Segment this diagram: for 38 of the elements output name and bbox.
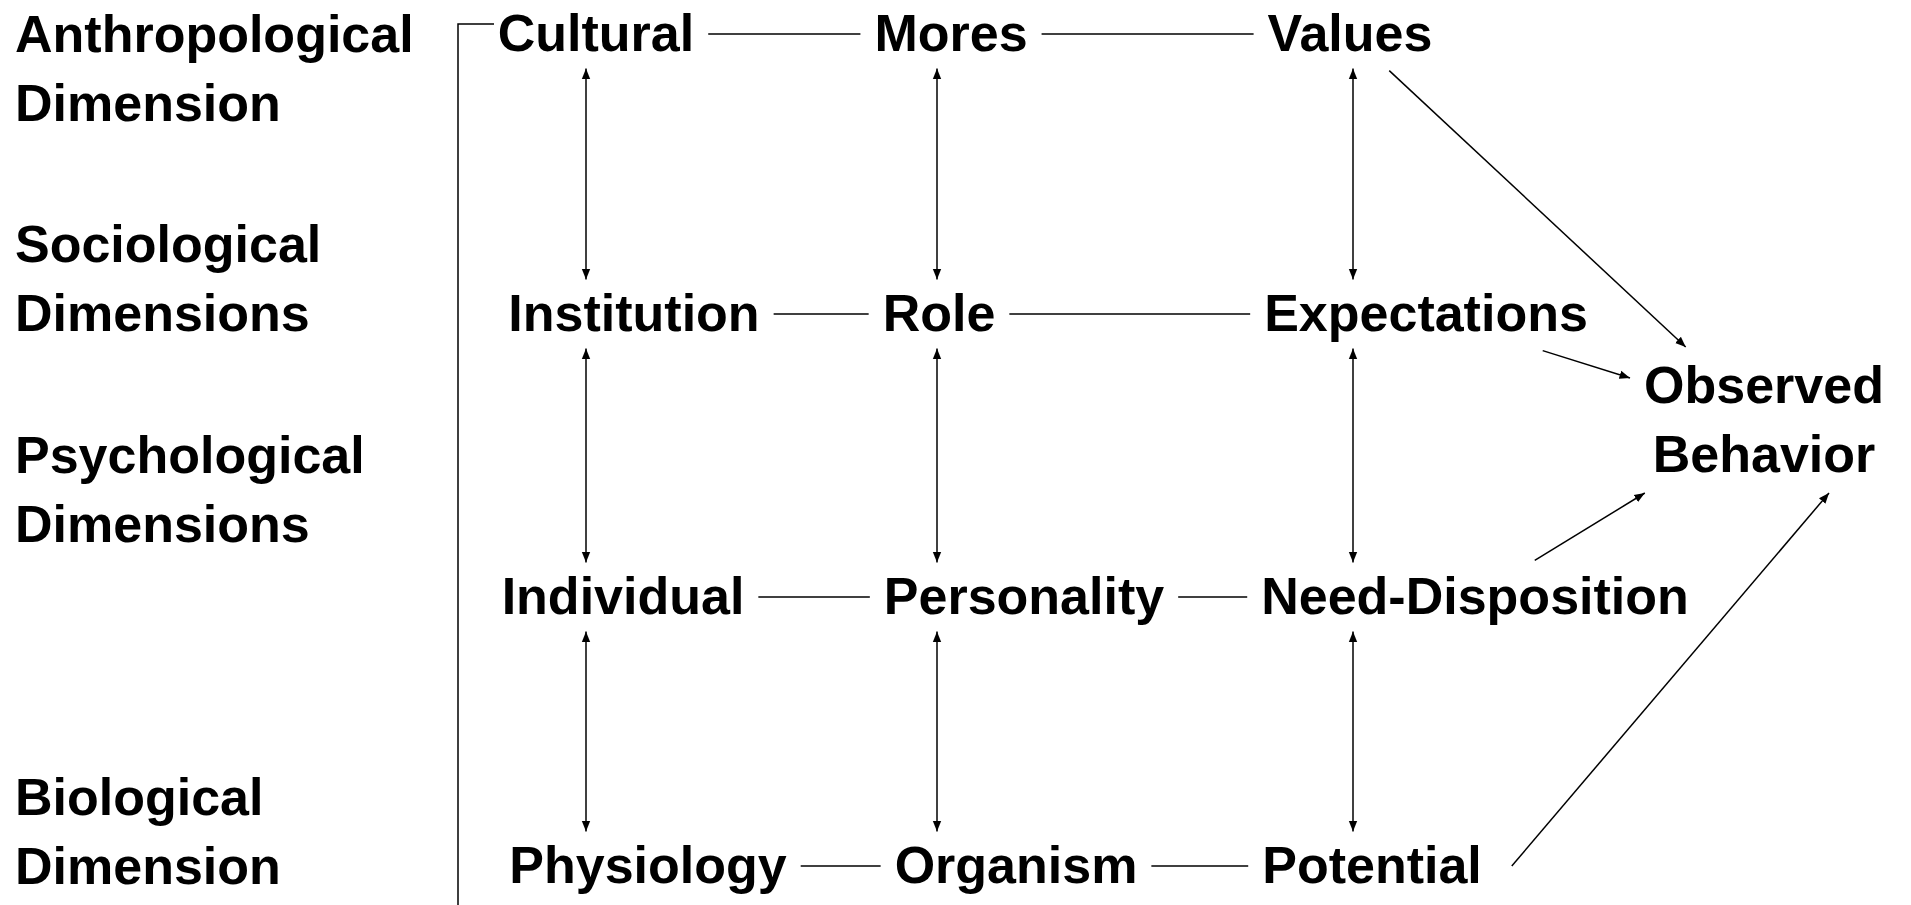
connector-line bbox=[1008, 313, 1251, 315]
concept-label: Mores bbox=[874, 5, 1028, 63]
connector-line bbox=[799, 865, 882, 867]
dimension-label: Biological Dimension bbox=[15, 767, 282, 897]
concept-label: Individual bbox=[501, 568, 745, 626]
arrow bbox=[581, 347, 591, 564]
arrow bbox=[1534, 492, 1646, 562]
connector-line bbox=[1150, 865, 1249, 867]
arrow bbox=[1348, 347, 1358, 564]
arrow bbox=[1348, 630, 1358, 833]
arrow bbox=[581, 67, 591, 281]
arrow bbox=[932, 630, 942, 833]
connector-line bbox=[1177, 596, 1248, 598]
concept-label: Values bbox=[1267, 5, 1433, 63]
concept-label: Cultural bbox=[497, 5, 695, 63]
arrow bbox=[932, 347, 942, 564]
concept-label: Role bbox=[882, 285, 996, 343]
concept-label: Institution bbox=[508, 285, 760, 343]
connector-line bbox=[707, 33, 862, 35]
connector-line bbox=[757, 596, 871, 598]
arrow bbox=[1511, 492, 1830, 867]
concept-label: Potential bbox=[1262, 837, 1482, 895]
concept-label: Organism bbox=[894, 837, 1138, 895]
arrow bbox=[581, 630, 591, 833]
arrow bbox=[1541, 349, 1631, 379]
dimension-label: Sociological Dimensions bbox=[15, 214, 323, 344]
concept-label: Physiology bbox=[509, 837, 787, 895]
dimension-label: Psychological Dimensions bbox=[15, 425, 366, 555]
connector-line bbox=[772, 313, 870, 315]
connector-line bbox=[1040, 33, 1255, 35]
concept-label: Observed Behavior bbox=[1634, 351, 1894, 489]
concept-label: Need-Disposition bbox=[1261, 568, 1689, 626]
arrow bbox=[1348, 67, 1358, 281]
arrow bbox=[1388, 69, 1687, 348]
concept-label: Personality bbox=[883, 568, 1165, 626]
concept-label: Expectations bbox=[1264, 285, 1588, 343]
arrow bbox=[932, 67, 942, 281]
dimension-label: Anthropological Dimension bbox=[15, 4, 415, 134]
